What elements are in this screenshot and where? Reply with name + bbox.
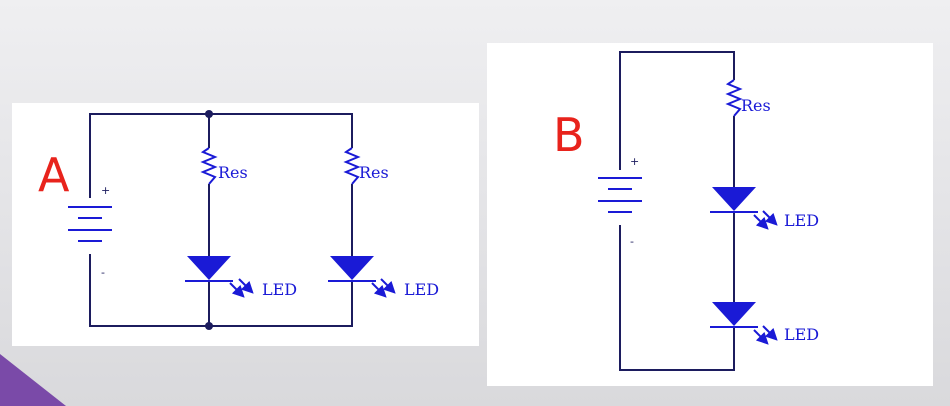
led-b1 xyxy=(710,187,778,230)
circuit-b-label: B xyxy=(553,108,585,162)
led-a2-label: LED xyxy=(404,280,439,299)
resistor-b xyxy=(725,79,743,117)
junction-a-bottom xyxy=(205,322,213,330)
battery-a-bottom-wire xyxy=(89,254,353,327)
battery-b-bottom-wire xyxy=(619,225,735,371)
resistor-a1-label: Res xyxy=(218,163,248,182)
led-b2-label: LED xyxy=(784,325,819,344)
resistor-a2-label: Res xyxy=(359,163,389,182)
led-b2 xyxy=(710,302,778,345)
battery-a-plus-sign: + xyxy=(101,184,110,197)
battery-a xyxy=(68,206,112,242)
resistor-a2 xyxy=(343,147,361,185)
resistor-b-label: Res xyxy=(741,96,771,115)
battery-b-top-wire xyxy=(619,51,735,170)
battery-a-top-wire xyxy=(89,113,353,198)
battery-b xyxy=(598,177,642,213)
circuit-b: + - Res LED LED xyxy=(598,51,819,371)
led-b1-label: LED xyxy=(784,211,819,230)
led-a2 xyxy=(328,256,396,298)
circuit-a: + - Res LED Res LED xyxy=(68,110,439,330)
battery-a-minus-sign: - xyxy=(101,266,105,279)
battery-b-plus-sign: + xyxy=(630,155,639,168)
decorative-corner-shape xyxy=(0,354,66,406)
led-a1-label: LED xyxy=(262,280,297,299)
junction-a-top xyxy=(205,110,213,118)
circuit-panel-b xyxy=(487,43,933,386)
resistor-a1 xyxy=(200,147,218,185)
circuit-a-label: A xyxy=(38,148,70,202)
battery-b-minus-sign: - xyxy=(630,235,634,248)
led-a1 xyxy=(185,256,254,298)
